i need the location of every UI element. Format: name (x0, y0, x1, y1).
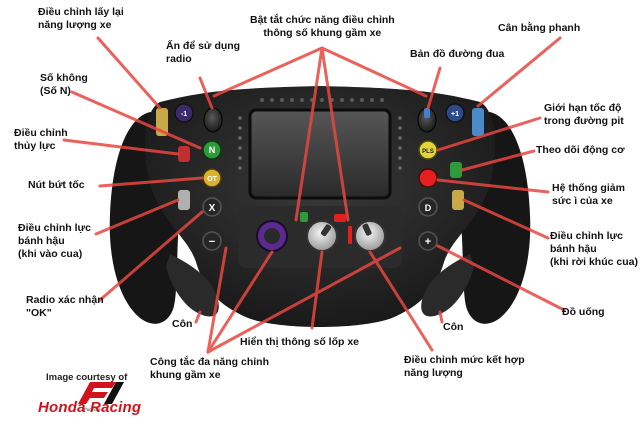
f1-sub-label: Formula 1 (84, 407, 105, 412)
arrow-overtake (98, 176, 204, 188)
arrow-radio-ok (98, 210, 204, 302)
image-credit: Image courtesy of Honda Racing F1 (38, 372, 168, 416)
button-overtake-label: OT (207, 176, 217, 183)
callout-arrows (62, 36, 566, 354)
arrow-multi-switch-2 (206, 246, 228, 354)
arrow-clutch-left (194, 310, 202, 324)
label-ers-recovery: Điều chỉnh lấy lại năng lượng xe (38, 6, 124, 31)
button-minus-one-label: -1 (181, 111, 187, 118)
button-pit-limiter-label: PLS (422, 149, 434, 155)
label-chassis-all: Bật tắt chức năng điều chỉnh thông số kh… (250, 14, 395, 39)
credit-brand: Honda Racing (38, 399, 142, 416)
arrow-ers-recovery (96, 36, 162, 110)
arrow-chassis-2 (320, 46, 428, 98)
label-energy-mix: Điều chỉnh mức kết hợp năng lượng (404, 354, 525, 379)
label-track-map: Bản đồ đường đua (410, 48, 505, 60)
button-cancel[interactable]: X (202, 197, 222, 217)
arrow-neutral (70, 90, 202, 150)
label-brake-balance: Cân bằng phanh (498, 22, 581, 34)
knob-colour-tabs (300, 212, 352, 244)
button-pit-limiter[interactable]: PLS (418, 140, 438, 160)
label-diff-entry: Điều chỉnh lực bánh hậu (khi vào cua) (18, 222, 91, 260)
label-neutral: Số không (Số N) (40, 72, 88, 97)
arrow-chassis-3 (294, 46, 324, 222)
arrow-diff-entry (94, 198, 180, 236)
label-damping: Hệ thống giảm sức ì của xe (552, 182, 625, 207)
track-map-knob[interactable] (417, 107, 437, 133)
button-neutral[interactable]: N (202, 140, 222, 160)
tyre-knob-white[interactable] (306, 220, 338, 252)
right-clutch-paddle (421, 254, 474, 317)
arrow-diff-exit (462, 198, 550, 240)
arrow-drink (436, 244, 566, 312)
credit-caption: Image courtesy of (46, 372, 128, 383)
arrow-multi-switch-3 (206, 246, 402, 354)
label-engine-monitor: Theo dõi động cơ (536, 144, 625, 156)
label-radio-button: Ấn để sử dụng radio (166, 40, 241, 65)
arrow-engine-monitor (460, 149, 536, 172)
arrow-damping (436, 178, 550, 194)
button-engine-monitor[interactable] (418, 168, 438, 188)
arrow-multi-switch-1 (206, 250, 274, 354)
button-neutral-label: N (209, 145, 216, 155)
left-led-column (238, 116, 242, 170)
arrow-pit-limiter (436, 116, 542, 152)
damping-switch[interactable] (452, 190, 464, 210)
label-radio-ok: Radio xác nhận "OK" (26, 294, 104, 319)
arrow-track-map (426, 66, 442, 110)
engine-monitor-switch[interactable] (450, 162, 462, 178)
diff-entry-switch[interactable] (178, 190, 190, 210)
button-plus-one[interactable]: +1 (445, 103, 465, 123)
arrow-brake-balance (476, 36, 562, 108)
label-hydraulics: Điều chỉnh thủy lực (14, 127, 68, 152)
label-clutch-right: Côn (443, 321, 464, 333)
button-overtake[interactable]: OT (202, 168, 222, 188)
label-pit-limiter: Giới hạn tốc độ trong đường pit (544, 102, 624, 127)
button-minus[interactable]: − (202, 231, 222, 251)
arrow-clutch-right (438, 310, 444, 324)
button-minus-label: − (209, 236, 215, 248)
radio-knob[interactable] (203, 107, 223, 133)
label-clutch-left: Côn (172, 318, 193, 330)
energy-mix-knob[interactable] (354, 220, 386, 252)
button-plus-label: + (425, 236, 431, 248)
label-drink: Đồ uống (562, 306, 605, 318)
hydraulics-switch[interactable] (178, 146, 190, 162)
arrow-radio (198, 76, 214, 110)
knob-brake-balance[interactable] (472, 108, 484, 136)
button-plus[interactable]: + (418, 231, 438, 251)
arrow-energy-mix (368, 250, 434, 352)
arrow-chassis-4 (320, 46, 350, 222)
button-minus-one[interactable]: -1 (174, 103, 194, 123)
label-overtake: Nút bứt tốc (28, 179, 85, 191)
label-multi-switch: Công tắc đa năng chỉnh khung gầm xe (150, 356, 270, 381)
shift-lights (260, 98, 384, 102)
right-led-column (398, 116, 402, 170)
button-drs-label: D (425, 203, 432, 213)
arrow-chassis-1 (212, 46, 324, 98)
button-cancel-label: X (209, 203, 216, 214)
label-tyre-display: Hiển thị thông số lốp xe (240, 336, 359, 348)
arrow-tyre-display (310, 250, 324, 330)
dash-screen (248, 108, 392, 200)
button-plus-one-label: +1 (451, 111, 459, 118)
f1-logo: Formula 1 (78, 382, 124, 412)
label-diff-exit: Điều chỉnh lực bánh hậu (khi rời khúc cu… (550, 230, 638, 268)
multi-switch-knob[interactable] (256, 220, 288, 252)
arrow-hydraulics (62, 138, 180, 156)
button-drs[interactable]: D (418, 197, 438, 217)
left-clutch-paddle (166, 254, 219, 317)
